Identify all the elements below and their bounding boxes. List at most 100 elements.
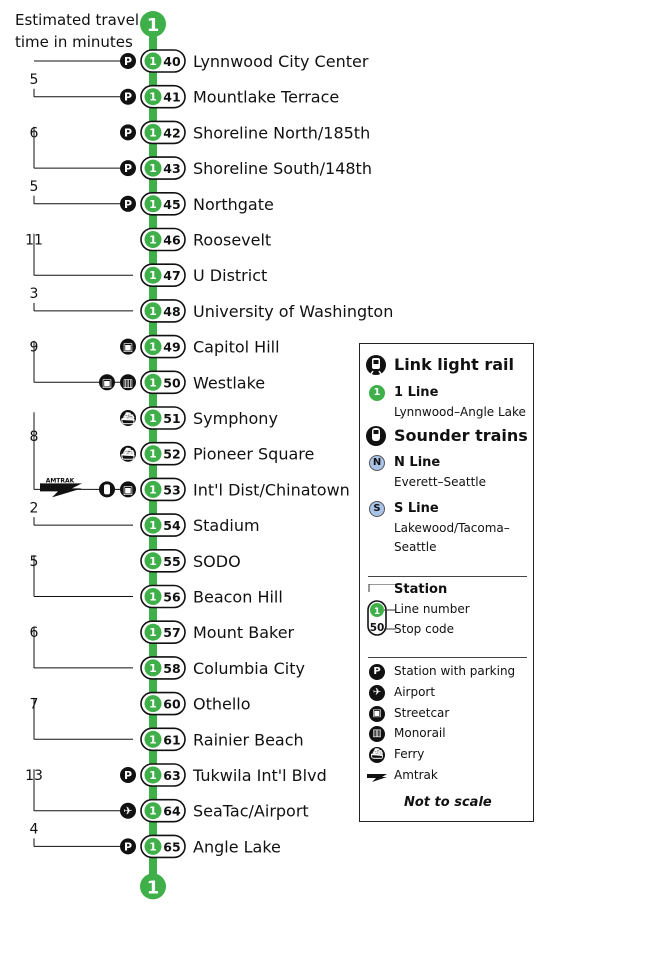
legend-divider <box>368 657 527 658</box>
airport-icon <box>120 802 136 819</box>
legend-one-line-route: Lynnwood–Angle Lake <box>394 405 526 419</box>
station-key-line-number: 1 <box>374 607 380 617</box>
legend-not-to-scale: Not to scale <box>404 795 492 810</box>
streetcar-glyph: ▣ <box>102 376 112 389</box>
station-stop-code: 45 <box>163 197 180 212</box>
parking-icon <box>120 53 136 69</box>
ferry-icon: ⛴ <box>369 747 385 763</box>
monorail-glyph: ▥ <box>123 376 133 389</box>
parking-glyph: P <box>124 91 132 104</box>
sounder-train-icon <box>366 426 386 446</box>
station-line-badge <box>144 516 162 534</box>
station-stop-code: 58 <box>163 661 180 676</box>
travel-time-label: 5 <box>30 554 39 570</box>
travel-time-title-line2: time in minutes <box>15 33 133 51</box>
one-line-badge: 1 <box>369 385 385 401</box>
station-line-number: 1 <box>149 698 157 711</box>
station-line-number: 1 <box>149 769 157 782</box>
legend-n-line-title: N Line <box>394 455 441 470</box>
legend-link-title: Link light rail <box>394 355 514 374</box>
legend-s-line-route-1: Lakewood/Tacoma– <box>394 521 510 535</box>
airport-glyph: ✈ <box>123 805 132 818</box>
station-line-badge <box>144 766 162 784</box>
station-line-badge <box>144 588 162 605</box>
station-stop-code: 57 <box>163 625 180 640</box>
travel-time-label: 3 <box>30 286 39 302</box>
station-line-number: 1 <box>149 626 157 639</box>
station-stop-code: 41 <box>163 90 180 105</box>
legend-streetcar-label: Streetcar <box>394 706 450 720</box>
terminal-line-badge-top <box>140 11 166 37</box>
station-line-number: 1 <box>149 662 157 675</box>
station-name: Westlake <box>193 373 265 392</box>
station-name: Pioneer Square <box>193 445 314 464</box>
station-stop-code: 63 <box>163 768 180 783</box>
station-line-number: 1 <box>149 733 157 746</box>
station-line-number: 1 <box>149 448 157 461</box>
station-name: Rainier Beach <box>193 730 304 749</box>
station-line-badge <box>144 659 162 677</box>
station-name: Angle Lake <box>193 837 281 856</box>
ferry-icon <box>120 445 136 462</box>
ferry-glyph: ⛴ <box>121 448 135 461</box>
station-name: Northgate <box>193 195 274 214</box>
travel-time-label: 6 <box>30 125 39 141</box>
parking-icon <box>120 767 136 783</box>
parking-glyph: P <box>124 162 132 175</box>
terminal-line-badge-bottom <box>140 873 166 900</box>
station-line-number: 1 <box>149 269 157 282</box>
station-stop-code: 54 <box>163 518 181 533</box>
station-line-badge <box>144 195 162 213</box>
legend-s-line-title: S Line <box>394 501 439 516</box>
station-line-badge <box>144 231 162 248</box>
station-line-number: 1 <box>149 305 157 318</box>
station-line-badge <box>144 88 162 106</box>
station-name: Mount Baker <box>193 623 295 642</box>
streetcar-icon <box>120 481 136 498</box>
station-line-badge <box>144 302 162 320</box>
station-name: Roosevelt <box>193 231 271 250</box>
station-stop-code: 50 <box>163 375 181 390</box>
station-name: Symphony <box>193 409 278 428</box>
station-key-stop-code: 50 <box>370 622 385 634</box>
station-line-number: 1 <box>149 198 157 211</box>
station-stop-code: 60 <box>163 697 181 712</box>
station-line-badge <box>144 266 162 284</box>
station-stop-code: 51 <box>163 411 180 426</box>
station-stop-code: 53 <box>163 482 180 497</box>
parking-glyph: P <box>124 769 132 782</box>
station-name: Shoreline South/148th <box>193 159 372 178</box>
streetcar-icon: ▣ <box>369 706 385 722</box>
station-line-number: 1 <box>149 555 157 568</box>
station-line-number: 1 <box>149 162 157 175</box>
station-stop-code: 40 <box>163 54 181 69</box>
monorail-icon <box>120 374 136 391</box>
station-line-number: 1 <box>149 234 157 247</box>
station-name: Tukwila Int'l Blvd <box>192 766 327 785</box>
station-name: Shoreline North/185th <box>193 123 370 142</box>
station-line-badge <box>144 480 162 498</box>
station-line-badge <box>144 623 162 641</box>
station-line-number: 1 <box>149 805 157 818</box>
station-line-badge <box>144 159 162 177</box>
station-name: SeaTac/Airport <box>193 802 309 821</box>
station-name: Columbia City <box>193 659 305 678</box>
station-stop-code: 56 <box>163 590 181 605</box>
legend-station-title: Station <box>394 582 448 597</box>
airport-icon: ✈ <box>369 685 385 701</box>
parking-icon <box>120 124 136 141</box>
amtrak-logo-text: AMTRAK <box>46 477 75 484</box>
travel-time-label: 7 <box>30 697 39 713</box>
amtrak-logo-shape <box>40 483 82 498</box>
station-line-number: 1 <box>149 519 157 532</box>
monorail-icon: ▥ <box>369 726 385 742</box>
travel-time-label: 9 <box>30 340 39 356</box>
legend-parking-label: Station with parking <box>394 664 516 678</box>
travel-time-label: 5 <box>30 72 39 88</box>
station-name: Capitol Hill <box>193 338 280 357</box>
amtrak-icon: AMTRAK <box>40 477 82 498</box>
station-line-number: 1 <box>149 126 157 139</box>
travel-time-label: 8 <box>30 429 39 445</box>
station-stop-code: 47 <box>163 268 180 283</box>
